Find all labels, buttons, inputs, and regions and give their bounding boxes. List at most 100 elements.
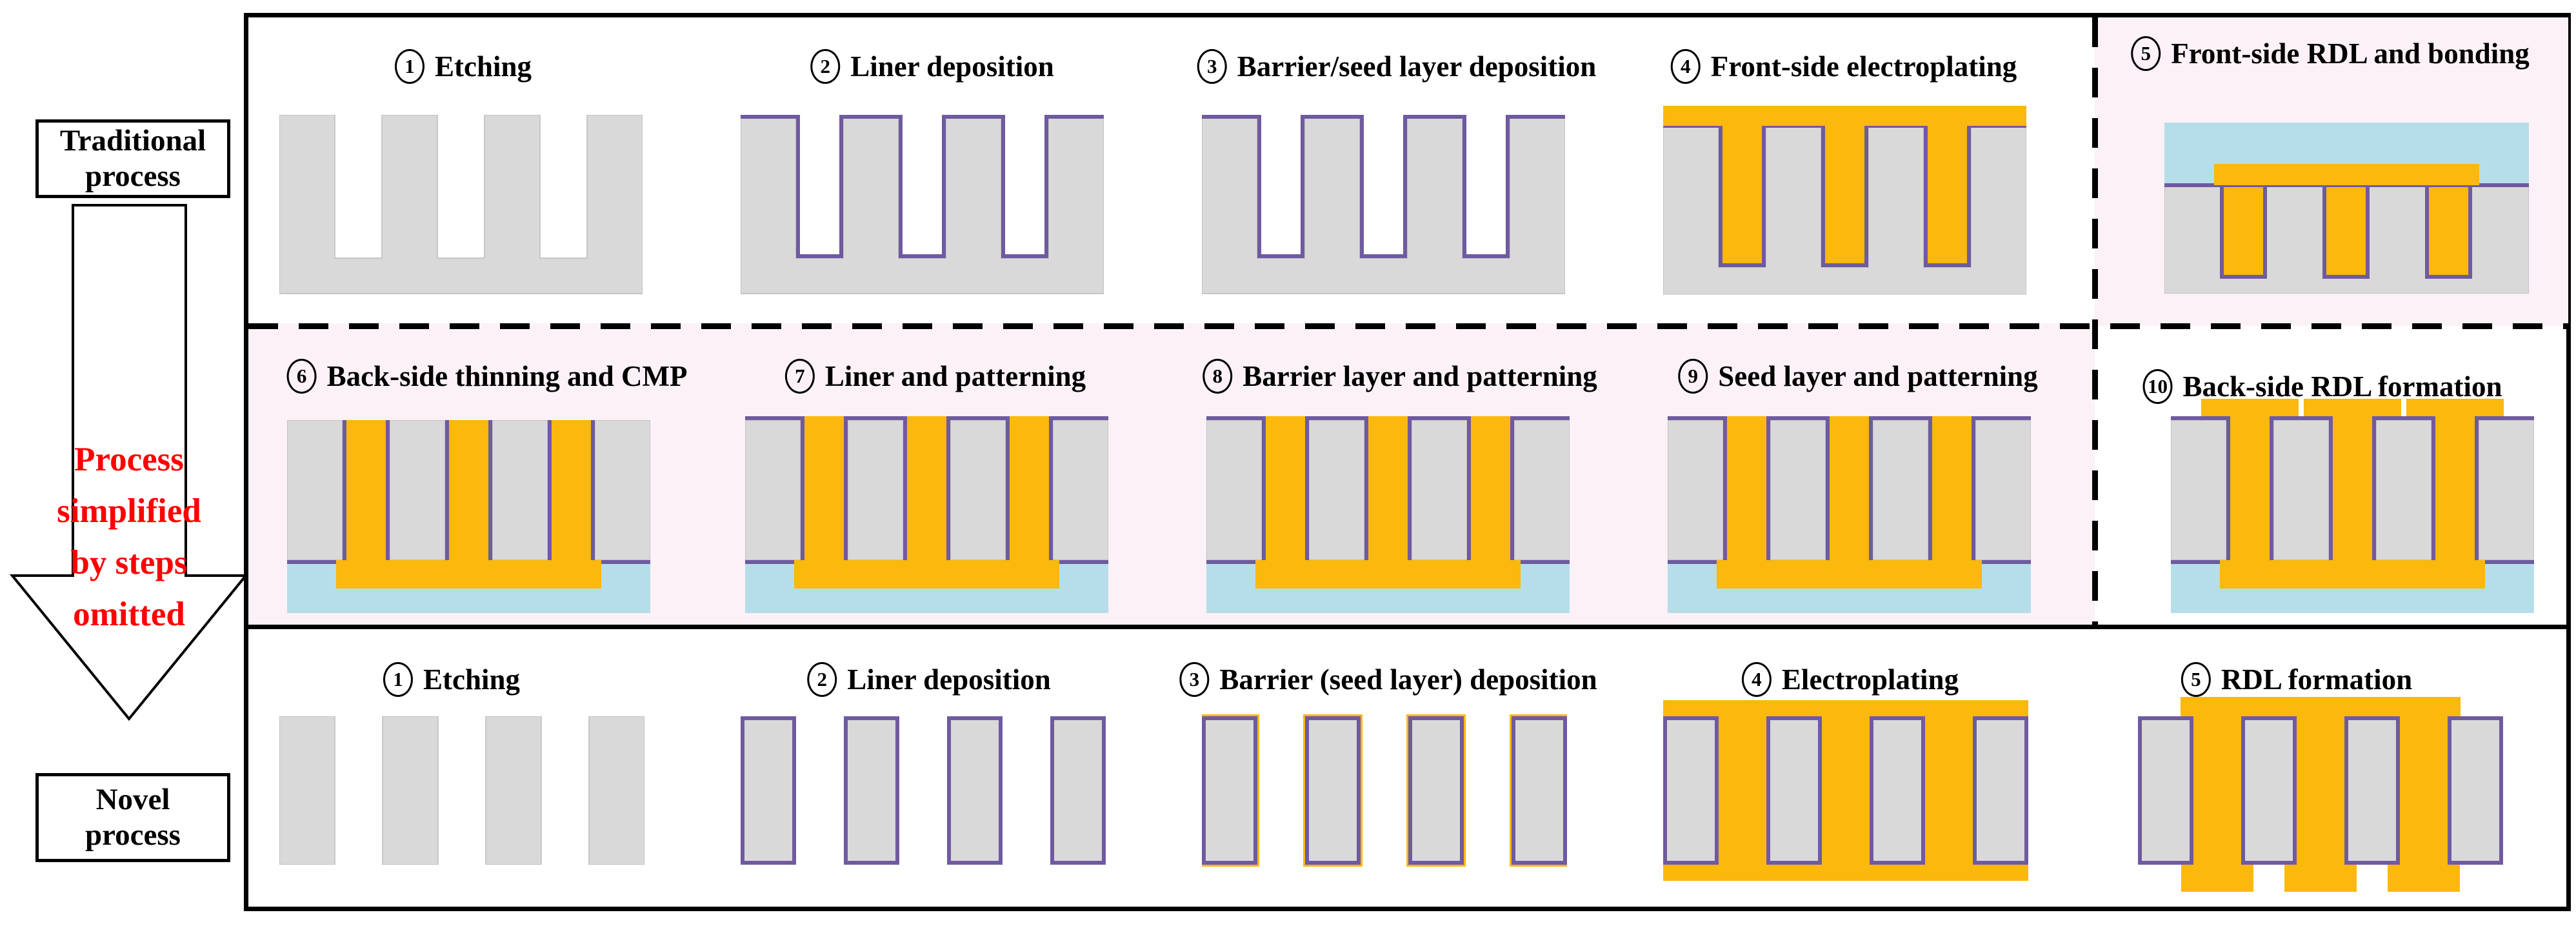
step-label: Etching <box>423 663 521 696</box>
step-title-t10: 10 Back-side RDL formation <box>2142 369 2502 404</box>
diagram-t9-seed-patterning <box>1668 416 2031 613</box>
novel-process-box: Novel process <box>35 773 230 862</box>
dashed-divider-vertical <box>2092 17 2098 625</box>
barrier-caps <box>1206 416 1570 420</box>
via-liners <box>343 420 595 560</box>
copper-vias <box>804 416 1049 562</box>
step-label: Liner and patterning <box>824 360 1086 392</box>
lined-pillars <box>1202 716 1567 865</box>
step-label: Seed layer and patterning <box>1718 360 2038 392</box>
step-title-t1: 1 Etching <box>394 49 532 84</box>
step-number-badge: 2 <box>810 49 841 84</box>
step-number-badge: 5 <box>2181 662 2211 697</box>
substrate-comb <box>279 115 643 294</box>
simplification-note-line3: by steps <box>70 544 188 581</box>
step-label: Back-side thinning and CMP <box>326 360 688 392</box>
down-arrow-icon <box>9 204 249 721</box>
simplification-note-line4: omitted <box>73 596 185 633</box>
substrate-segments <box>1206 419 1570 561</box>
simplification-note: Process simplified by steps omitted <box>6 434 252 640</box>
copper-fill <box>1663 106 2026 263</box>
step-number-badge: 10 <box>2142 369 2173 404</box>
lined-pillars <box>741 716 1106 865</box>
via-liners <box>1262 416 1514 560</box>
step-number-badge: 1 <box>394 49 424 84</box>
via-liners <box>2220 187 2472 279</box>
traditional-process-label-line2: process <box>85 159 181 193</box>
step-number-badge: 4 <box>1670 49 1701 84</box>
diagram-t10-backside-rdl-formation <box>2171 399 2534 613</box>
step-label: Etching <box>434 50 532 83</box>
step-title-n2: 2 Liner deposition <box>807 662 1051 697</box>
step-number-badge: 9 <box>1678 359 1708 394</box>
step-number-badge: 3 <box>1179 662 1210 697</box>
step-title-n4: 4 Electroplating <box>1741 662 1959 697</box>
step-label: Barrier (seed layer) deposition <box>1219 663 1597 696</box>
substrate-comb <box>1202 115 1565 294</box>
step-label: Front-side electroplating <box>1710 50 2017 83</box>
diagram-t8-barrier-patterning <box>1206 416 1570 613</box>
via-liners <box>801 416 1053 560</box>
substrate-segments <box>287 420 650 561</box>
diagram-t6-backside-thinning-cmp <box>287 420 650 613</box>
copper-rdl-bar <box>794 560 1059 589</box>
via-liners <box>2226 416 2479 560</box>
novel-process-label-line2: process <box>85 818 181 852</box>
step-title-n1: 1 Etching <box>383 662 520 697</box>
step-title-t3: 3 Barrier/seed layer deposition <box>1197 49 1597 84</box>
down-arrow-outline <box>9 204 249 721</box>
copper-rdl-bar <box>336 560 601 589</box>
simplification-note-line2: simplified <box>57 492 201 530</box>
step-number-badge: 6 <box>286 359 317 394</box>
copper-rdl-top-bar <box>2181 697 2461 718</box>
copper-rdl-bar <box>1717 560 1982 589</box>
traditional-process-label-line1: Traditional <box>59 123 206 157</box>
diagram-n2-liner-deposition <box>741 716 1106 865</box>
step-number-badge: 2 <box>807 662 837 697</box>
step-title-t9: 9 Seed layer and patterning <box>1678 359 2038 394</box>
barrier-seed-layer <box>1202 115 1565 258</box>
step-title-t4: 4 Front-side electroplating <box>1670 49 2017 84</box>
substrate-segments <box>1668 419 2031 561</box>
substrate-comb <box>741 115 1104 294</box>
liner-caps <box>2171 416 2534 420</box>
lined-pillars <box>1663 716 2028 865</box>
step-label: Electroplating <box>1781 663 1959 696</box>
step-number-badge: 3 <box>1197 49 1227 84</box>
step-label: Liner deposition <box>847 663 1051 696</box>
dashed-divider-horizontal <box>248 323 2568 329</box>
step-label: Front-side RDL and bonding <box>2171 37 2530 70</box>
step-number-badge: 1 <box>383 662 413 697</box>
diagram-n3-barrier-seed-deposition <box>1202 714 1567 867</box>
liner-layer <box>1663 124 2026 267</box>
novel-process-label-line1: Novel <box>95 782 170 816</box>
step-title-t7: 7 Liner and patterning <box>784 359 1086 394</box>
step-title-t8: 8 Barrier layer and patterning <box>1203 359 1597 394</box>
step-title-t5: 5 Front-side RDL and bonding <box>2131 36 2530 71</box>
liner-layer <box>741 115 1104 258</box>
diagram-n1-etching <box>279 716 644 865</box>
liner-caps <box>745 416 1108 420</box>
step-label: Back-side RDL formation <box>2182 370 2502 403</box>
step-label: Barrier layer and patterning <box>1243 360 1597 392</box>
step-number-badge: 7 <box>784 359 815 394</box>
copper-columns <box>2193 697 2448 884</box>
diagram-t4-front-side-electroplating <box>1663 106 2026 295</box>
simplification-note-line1: Process <box>74 441 184 478</box>
copper-vias <box>2230 416 2475 562</box>
via-liners <box>1723 416 1975 560</box>
copper-rdl-bar <box>2220 560 2485 589</box>
step-title-n5: 5 RDL formation <box>2181 662 2412 697</box>
step-title-t2: 2 Liner deposition <box>810 49 1054 84</box>
step-label: Barrier/seed layer deposition <box>1237 50 1597 83</box>
diagram-n4-electroplating <box>1663 700 2028 881</box>
copper-rdl-bar <box>1255 560 1521 589</box>
step-label: RDL formation <box>2221 663 2413 696</box>
copper-block <box>1663 700 2028 881</box>
diagram-n5-rdl-formation <box>2138 697 2503 892</box>
seed-caps <box>1668 416 2031 420</box>
solid-divider-traditional-novel <box>248 625 2568 629</box>
step-number-badge: 5 <box>2131 36 2161 71</box>
step-title-t6: 6 Back-side thinning and CMP <box>286 359 688 394</box>
diagram-t5-front-side-rdl-bonding <box>2164 123 2529 294</box>
